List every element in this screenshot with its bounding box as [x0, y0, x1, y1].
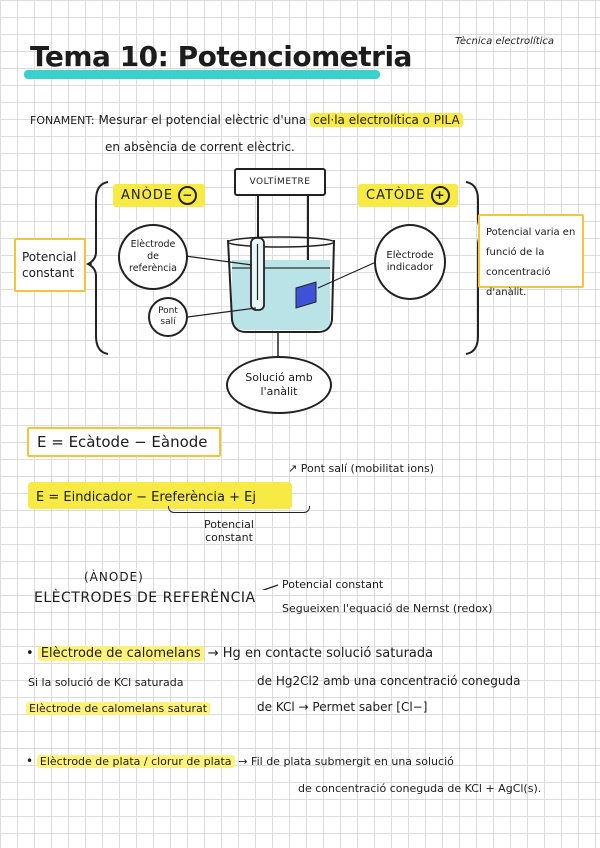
calomelans-text-2: de Hg2Cl2 amb una concentració coneguda [257, 674, 521, 688]
equation-2-note: Potencial constant [204, 518, 254, 544]
potencial-varia-text: Potencial varia en funció de la concentr… [486, 227, 576, 298]
pont-note-text: Pont salí (mobilitat ions) [300, 462, 435, 475]
plata-text-2: de concentració coneguda de KCl + AgCl(s… [298, 782, 542, 795]
pont-note: ↗ Pont salí (mobilitat ions) [288, 462, 434, 475]
referencia-bullet-2: Segueixen l'equació de Nernst (redox) [282, 602, 493, 615]
indicator-electrode-text: Elèctrode indicador [386, 250, 434, 273]
minus-icon: − [178, 186, 198, 205]
catode-text: CATÒDE [366, 188, 426, 203]
calomelans-text-3: de KCl → Permet saber [Cl−] [257, 700, 428, 714]
subject-label: Tècnica electrolítica [455, 36, 555, 47]
bullet-icon-2: • [26, 754, 34, 768]
plata-line-1: • Elèctrode de plata / clorur de plata →… [26, 754, 454, 768]
referencia-title: ELÈCTRODES DE REFERÈNCIA [34, 590, 256, 606]
potencial-varia-box: Potencial varia en funció de la concentr… [478, 214, 584, 298]
equation-2: E = Eindicador − Ereferència + Ej [28, 482, 292, 509]
fonament-highlight: cel·la electrolítica o PILA [310, 113, 463, 127]
plata-title: Elèctrode de plata / clorur de plata [36, 755, 235, 768]
fonament-text-1: Mesurar el potencial elèctric d'una [98, 113, 307, 127]
solution-circle: Solució amb l'anàlit [226, 356, 332, 414]
equation-1-box: E = Ecàtode − Eànode [27, 427, 221, 457]
fonament-line-1: FONAMENT: Mesurar el potencial elèctric … [30, 113, 463, 127]
voltmeter-label: VOLTÍMETRE [249, 177, 311, 187]
anode-text: ANÒDE [121, 188, 174, 203]
solution-text: Solució amb l'anàlit [245, 371, 313, 398]
indicator-electrode-circle: Elèctrode indicador [374, 224, 446, 300]
anode-parenthesis: (ÀNODE) [84, 570, 144, 584]
equation-1: E = Ecàtode − Eànode [37, 433, 208, 451]
salt-bridge-text: Pont salí [158, 306, 178, 327]
calomelans-left-2: Si la solució de KCl saturada [28, 676, 184, 689]
cell-diagram [85, 181, 489, 590]
page-title: Tema 10: Potenciometria [30, 40, 412, 73]
calomelans-text-1: Hg en contacte solució saturada [222, 646, 434, 661]
referencia-bullet-1: Potencial constant [282, 578, 384, 591]
anode-label: ANÒDE − [113, 184, 206, 207]
arrow-right-icon: → [207, 646, 219, 661]
title-highlight-bar [24, 70, 380, 79]
bullet-icon: • [26, 646, 34, 661]
fonament-label: FONAMENT: [30, 114, 95, 127]
plata-text-1: → Fil de plata submergit en una solució [238, 755, 454, 768]
potencial-constant-box: Potencial constant [14, 238, 86, 292]
plus-icon: + [430, 186, 450, 205]
equation-2-text: E = Eindicador − Ereferència + Ej [36, 490, 256, 505]
catode-label: CATÒDE + [358, 184, 458, 207]
calomelans-title: Elèctrode de calomelans [37, 646, 204, 661]
reference-electrode-circle: Elèctrode de referència [118, 224, 188, 290]
voltmeter-box: VOLTÍMETRE [234, 168, 326, 196]
calomelans-left-3: Elèctrode de calomelans saturat [26, 702, 211, 715]
fonament-text-2: en absència de corrent elèctric. [105, 140, 295, 154]
equation-2-bracket [168, 506, 310, 513]
reference-electrode-text: Elèctrode de referència [129, 239, 177, 274]
calomelans-line-1: • Elèctrode de calomelans → Hg en contac… [26, 646, 433, 661]
arrow-icon: ↗ [288, 462, 298, 475]
salt-bridge-circle: Pont salí [148, 297, 188, 337]
potencial-constant-text: Potencial constant [22, 250, 77, 280]
